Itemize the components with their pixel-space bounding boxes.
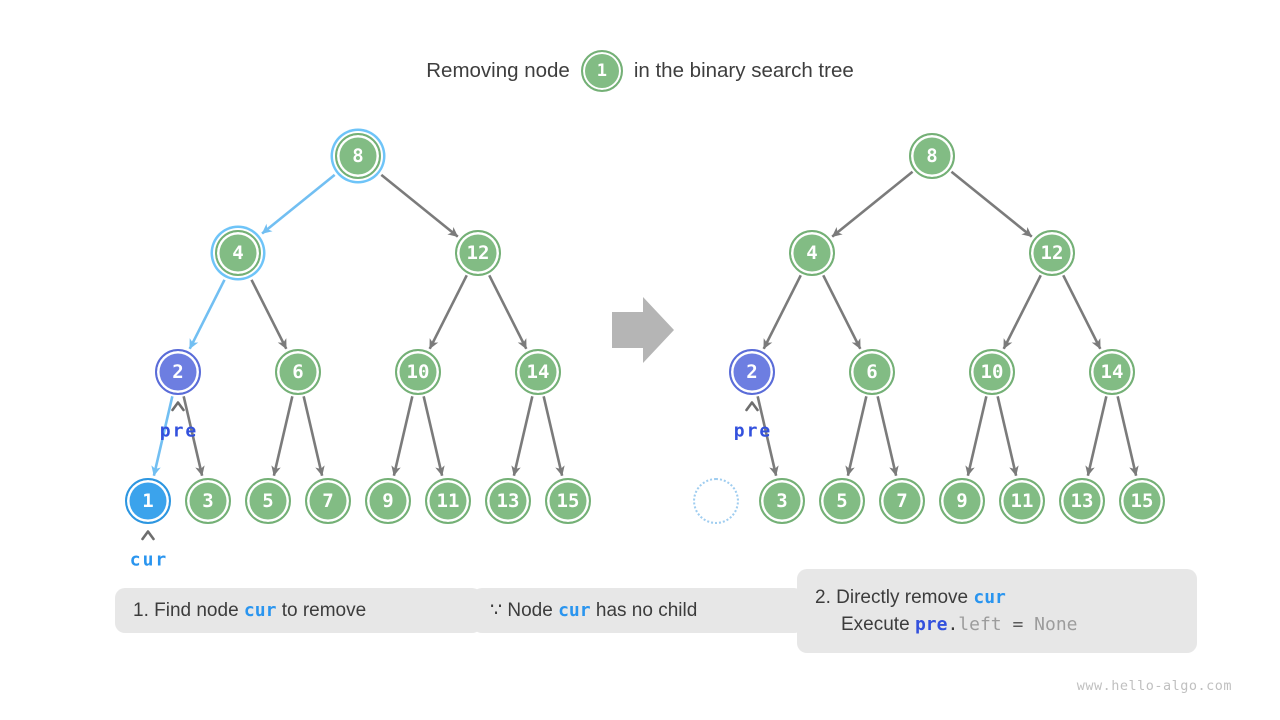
- caption-segment: None: [1034, 614, 1078, 635]
- caption-segment: 2. Directly remove: [815, 587, 974, 608]
- tree-edge-8-12: [950, 170, 1033, 238]
- caption-segment: =: [1001, 614, 1035, 635]
- tree-node-4: 4: [789, 230, 835, 276]
- title-text-before: Removing node: [426, 59, 570, 82]
- tree-node-2: 2: [729, 349, 775, 395]
- tree-node-14: 14: [1089, 349, 1135, 395]
- tree-node-3: 3: [759, 478, 805, 524]
- caption-segment: to remove: [276, 600, 367, 621]
- tree-node-11: 11: [999, 478, 1045, 524]
- tree-edge-12-10: [1002, 274, 1042, 350]
- tree-edge-12-14: [1062, 274, 1102, 350]
- tree-node-removed-placeholder: [693, 478, 739, 524]
- tree-node-7: 7: [305, 478, 351, 524]
- pointer-label-pre: pre: [159, 420, 199, 442]
- tree-edge-8-4: [261, 173, 336, 235]
- pointer-caret-icon: [141, 530, 155, 541]
- tree-node-11: 11: [425, 478, 471, 524]
- tree-node-6: 6: [849, 349, 895, 395]
- tree-node-5: 5: [819, 478, 865, 524]
- caption-segment: cur: [243, 600, 277, 621]
- tree-edge-4-6: [822, 274, 862, 350]
- pointer-label-pre: pre: [733, 420, 773, 442]
- tree-edge-12-14: [488, 274, 528, 350]
- tree-node-9: 9: [939, 478, 985, 524]
- tree-node-10: 10: [969, 349, 1015, 395]
- tree-edge-2-3: [182, 396, 205, 477]
- caption-segment: pre: [914, 614, 948, 635]
- caption-segment: 1. Find node: [133, 600, 244, 621]
- caption-because: ∵ Node cur has no child: [472, 588, 804, 633]
- tree-edge-10-9: [391, 396, 414, 477]
- tree-node-12: 12: [455, 230, 501, 276]
- caption-line: 1. Find node cur to remove: [133, 597, 464, 624]
- pointer-label-cur: cur: [129, 549, 169, 571]
- tree-node-2: 2: [155, 349, 201, 395]
- tree-node-12: 12: [1029, 230, 1075, 276]
- tree-node-13: 13: [1059, 478, 1105, 524]
- caption-line: ∵ Node cur has no child: [490, 597, 786, 624]
- tree-edge-14-13: [511, 396, 534, 477]
- caption-line: Execute pre.left = None: [815, 611, 1179, 638]
- tree-node-1: 1: [125, 478, 171, 524]
- tree-node-14: 14: [515, 349, 561, 395]
- tree-edge-8-12: [380, 173, 459, 238]
- tree-edge-4-2: [762, 274, 802, 350]
- tree-edge-6-7: [876, 396, 899, 477]
- tree-edge-14-15: [542, 396, 565, 477]
- caption-segment: has no child: [590, 600, 698, 621]
- tree-edge-4-2: [188, 279, 226, 350]
- tree-node-3: 3: [185, 478, 231, 524]
- transform-arrow-icon: [612, 297, 674, 363]
- caption-segment: Execute: [841, 614, 915, 635]
- caption-segment: .: [947, 614, 959, 635]
- pointer-caret-icon: [745, 401, 759, 412]
- caption-segment: cur: [558, 600, 591, 621]
- caption-step-1: 1. Find node cur to remove: [115, 588, 482, 633]
- tree-node-4: 4: [215, 230, 261, 276]
- watermark: www.hello-algo.com: [1076, 678, 1232, 694]
- caption-line: 2. Directly remove cur: [815, 584, 1179, 611]
- tree-edge-10-11: [422, 396, 445, 477]
- tree-edge-4-6: [250, 279, 288, 350]
- tree-edge-10-9: [965, 396, 988, 477]
- tree-edge-6-5: [845, 396, 868, 477]
- title-text-after: in the binary search tree: [633, 59, 854, 82]
- title-node-circle: 1: [580, 50, 623, 92]
- tree-edge-14-15: [1116, 396, 1139, 477]
- tree-node-8: 8: [909, 133, 955, 179]
- tree-node-15: 15: [545, 478, 591, 524]
- pointer-caret-icon: [171, 401, 185, 412]
- caption-segment: left: [958, 614, 1002, 635]
- tree-node-7: 7: [879, 478, 925, 524]
- tree-node-8: 8: [335, 133, 381, 179]
- tree-edge-14-13: [1085, 396, 1108, 477]
- tree-node-13: 13: [485, 478, 531, 524]
- tree-edge-8-4: [831, 170, 914, 238]
- caption-segment: cur: [973, 587, 1006, 608]
- tree-node-5: 5: [245, 478, 291, 524]
- tree-edge-6-5: [271, 396, 294, 477]
- tree-node-15: 15: [1119, 478, 1165, 524]
- tree-node-9: 9: [365, 478, 411, 524]
- tree-node-10: 10: [395, 349, 441, 395]
- title-node-value: 1: [596, 61, 607, 81]
- tree-edge-2-1: [151, 396, 174, 477]
- tree-edge-2-3: [756, 396, 779, 477]
- caption-segment: ∵ Node: [490, 600, 559, 621]
- tree-edge-12-10: [428, 274, 468, 350]
- diagram-title: Removing node 1 in the binary search tre…: [0, 50, 1280, 92]
- tree-edge-10-11: [996, 396, 1019, 477]
- tree-node-6: 6: [275, 349, 321, 395]
- tree-edge-6-7: [302, 396, 325, 477]
